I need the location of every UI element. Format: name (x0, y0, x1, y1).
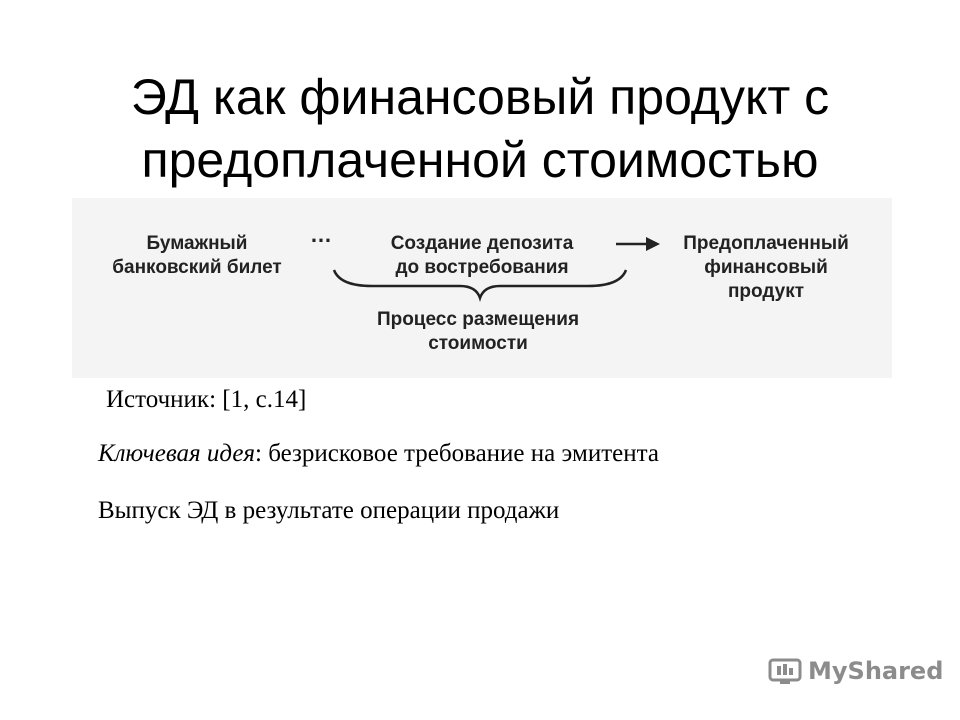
slide-title: ЭД как финансовый продукт с предоплаченн… (0, 66, 960, 192)
box-paper-banknote-line-1: Бумажный (146, 233, 248, 254)
title-line-1: ЭД как финансовый продукт с (130, 69, 830, 125)
source-citation: Источник: [1, с.14] (106, 386, 307, 413)
box-value-placement-line-2: стоимости (428, 333, 528, 354)
box-value-placement: Процесс размещения стоимости (360, 308, 596, 356)
prepaid-value-diagram: Бумажный банковский билет … Создание деп… (72, 198, 892, 378)
mortarboard-icon (768, 658, 802, 684)
box-prepaid-product-line-2: финансовый (704, 257, 828, 278)
key-idea-text: : безрисковое требование на эмитента (255, 440, 659, 467)
title-line-2: предоплаченной стоимостью (141, 132, 819, 188)
ellipsis: … (310, 222, 335, 247)
box-value-placement-line-1: Процесс размещения (376, 309, 580, 330)
box-demand-deposit-line-1: Создание депозита (390, 233, 574, 254)
watermark-text: MyShared (808, 657, 944, 685)
box-prepaid-product-line-1: Предоплаченный (683, 233, 849, 254)
arrow-right (616, 237, 660, 251)
key-idea-label: Ключевая идея (98, 440, 256, 467)
diagram-connectors (332, 237, 660, 302)
box-demand-deposit: Создание депозита до востребования (364, 232, 600, 280)
key-idea: Ключевая идея: безрисковое требование на… (98, 440, 659, 468)
box-paper-banknote: Бумажный банковский билет (98, 232, 296, 280)
issue-statement: Выпуск ЭД в результате операции продажи (98, 497, 560, 524)
curly-brace (332, 269, 628, 302)
box-paper-banknote-line-2: банковский билет (112, 257, 282, 278)
box-prepaid-product-line-3: продукт (727, 281, 805, 302)
box-demand-deposit-line-2: до востребования (395, 257, 569, 278)
watermark: MyShared (768, 656, 943, 686)
box-prepaid-product: Предоплаченный финансовый продукт (668, 232, 864, 304)
